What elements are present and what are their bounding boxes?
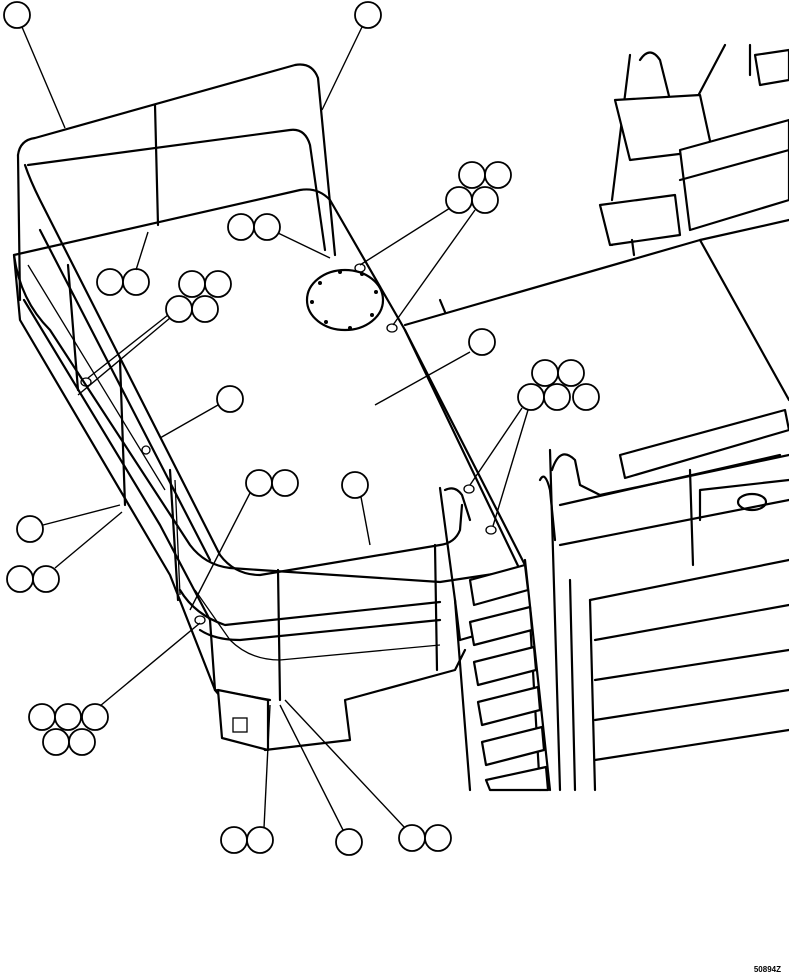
leader-lines [21,26,529,831]
callout-bubble [335,828,363,856]
callout-bubble [220,826,248,854]
callout-bubble [227,213,255,241]
callout-bubble [468,328,496,356]
callout-bubble [424,824,452,852]
callout-bubble [557,359,585,387]
callout-bubble [445,186,473,214]
callout-bubble [32,565,60,593]
callout-bubble [253,213,281,241]
callout-bubble [471,186,499,214]
deck-holes [80,263,497,625]
callout-bubble [6,565,34,593]
front-stairway [438,486,552,792]
callout-bubble [341,471,369,499]
drawing-code-label: 50894Z [753,965,781,974]
callout-bubble [572,383,600,411]
upper-stairway [598,43,789,257]
callout-bubble [178,270,206,298]
callout-bubble [54,703,82,731]
callout-bubbles [3,1,600,856]
callout-bubble [398,824,426,852]
callout-bubble [531,359,559,387]
adjacent-deck [403,218,789,567]
callout-bubble [3,1,31,29]
deck-platform [12,188,522,752]
callout-bubble [458,161,486,189]
callout-bubble [96,268,124,296]
callout-bubble [517,383,545,411]
right-cab-structure [538,448,789,792]
callout-bubble [191,295,219,323]
callout-bubble [246,826,274,854]
callout-bubble [484,161,512,189]
callout-bubble [245,469,273,497]
main-handrail [16,63,472,702]
callout-bubble [81,703,109,731]
callout-bubble [271,469,299,497]
callout-bubble [42,728,70,756]
access-panel-icon [232,717,248,733]
callout-bubble [16,515,44,543]
callout-bubble [216,385,244,413]
callout-bubble [543,383,571,411]
callout-bubble [68,728,96,756]
callout-bubble [28,703,56,731]
callout-bubble [204,270,232,298]
hatch-cover [305,268,385,332]
callout-bubble [122,268,150,296]
callout-bubble [354,1,382,29]
